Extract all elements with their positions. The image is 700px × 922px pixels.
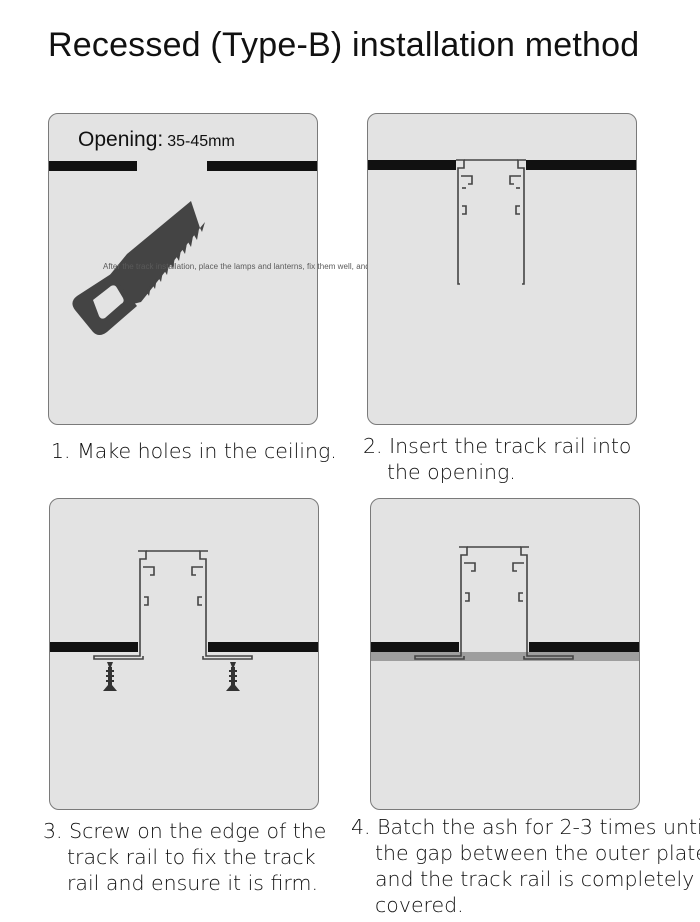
caption-line: the gap between the outer plate xyxy=(375,841,700,865)
ceiling-left xyxy=(49,161,137,171)
caption-line: and the track rail is completely xyxy=(375,867,695,891)
ceiling-right xyxy=(526,160,636,170)
screw-rail-illustration xyxy=(50,550,318,691)
track-rail-icon xyxy=(93,550,253,660)
caption-line: track rail to fix the track xyxy=(67,845,316,869)
step-2-caption: 2. Insert the track rail into the openin… xyxy=(363,433,631,485)
caption-line: rail and ensure it is firm. xyxy=(67,871,318,895)
plaster-cover-illustration xyxy=(371,546,639,661)
step-4-caption: 4. Batch the ash for 2-3 times until the… xyxy=(351,814,700,918)
caption-line: 3. Screw on the edge of the xyxy=(43,819,327,843)
step-1-caption: 1. Make holes in the ceiling. xyxy=(51,438,337,464)
screw-icon xyxy=(226,662,240,691)
ceiling-left xyxy=(371,642,459,652)
ceiling-left xyxy=(368,160,456,170)
track-rail-icon xyxy=(414,546,574,660)
step-1-panel: Opening:35-45mm xyxy=(48,113,318,425)
step-3-panel xyxy=(49,498,319,810)
opening-value: 35-45mm xyxy=(167,133,235,150)
caption-line: 4. Batch the ash for 2-3 times until xyxy=(351,815,700,839)
plaster-filler xyxy=(371,652,639,661)
caption-line: 1. Make holes in the ceiling. xyxy=(51,439,337,463)
opening-dimension: Opening:35-45mm xyxy=(78,128,235,152)
track-rail-icon xyxy=(456,159,526,285)
ceiling-right xyxy=(207,161,317,171)
overlay-note: After the track installation, place the … xyxy=(103,262,553,271)
caption-line: covered. xyxy=(375,893,464,917)
opening-label: Opening: xyxy=(78,128,164,151)
step-2-panel xyxy=(367,113,637,425)
saw-icon xyxy=(72,201,205,335)
ceiling-left xyxy=(50,642,138,652)
insert-rail-illustration xyxy=(368,159,636,285)
page-title: Recessed (Type-B) installation method xyxy=(48,26,640,64)
screw-icon xyxy=(103,662,117,691)
ceiling-cut-illustration xyxy=(49,161,317,335)
caption-line: the opening. xyxy=(387,460,516,484)
ceiling-right xyxy=(529,642,639,652)
step-4-panel xyxy=(370,498,640,810)
caption-line: 2. Insert the track rail into xyxy=(363,434,632,458)
step-3-caption: 3. Screw on the edge of the track rail t… xyxy=(43,818,326,896)
ceiling-right xyxy=(208,642,318,652)
